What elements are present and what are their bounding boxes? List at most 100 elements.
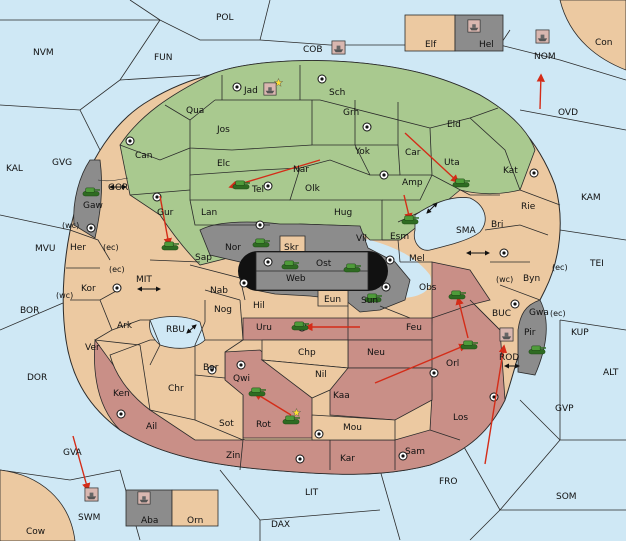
label-fun: FUN <box>154 53 173 63</box>
supply-center-icon <box>232 82 242 92</box>
label-sap: Sap <box>195 253 212 263</box>
supply-center-icon <box>152 192 162 202</box>
ship-icon <box>84 487 99 502</box>
green-labels: Jad Sch Qua Jos Grh Eld Can Elc Nar Yok … <box>135 86 518 263</box>
label-mvu: MVU <box>35 244 56 254</box>
label-nvm: NVM <box>33 48 54 58</box>
ship-icon <box>467 19 481 33</box>
coast-tags: (wc) (ec) (ec) (wc) (wc) (ec) (ec) <box>56 221 568 318</box>
label-chr: Chr <box>168 384 184 394</box>
province-elf[interactable] <box>404 14 456 52</box>
label-gva: GVA <box>63 448 83 458</box>
supply-center-icon <box>379 170 389 180</box>
label-eun: Eun <box>324 295 341 305</box>
coast-tag: (wc) <box>62 221 79 230</box>
sea-labels: POL NVM FUN COB Con NOM OVD KAL GVG GOR … <box>6 13 619 537</box>
coast-tag: (ec) <box>103 243 119 252</box>
supply-center-icon <box>255 220 265 230</box>
label-sch: Sch <box>329 88 345 98</box>
label-bor: BOR <box>20 306 39 316</box>
adjacency-arrows <box>109 184 520 369</box>
supply-center-icon <box>263 181 273 191</box>
order-arrows <box>72 73 546 492</box>
label-nor: Nor <box>225 243 241 253</box>
coast-tag: (ec) <box>109 265 125 274</box>
label-obs: Obs <box>419 283 437 293</box>
coast-tag: (ec) <box>552 263 568 272</box>
province-borders <box>66 65 561 471</box>
label-kam: KAM <box>581 193 601 203</box>
label-tei: TEI <box>589 259 604 269</box>
label-alt: ALT <box>603 368 619 378</box>
label-mit: MIT <box>136 275 152 285</box>
coast-tag: (wc) <box>496 275 513 284</box>
label-sma: SMA <box>456 226 476 236</box>
label-sun: Sun <box>361 296 378 306</box>
supply-center-icon <box>398 451 408 461</box>
label-ovd: OVD <box>558 108 578 118</box>
label-uru: Uru <box>256 323 272 333</box>
label-bri: Bri <box>491 220 503 230</box>
label-car: Car <box>405 148 421 158</box>
label-cow: Cow <box>26 527 45 537</box>
label-swm: SWM <box>78 513 100 523</box>
label-hil: Hil <box>253 301 265 311</box>
grey-labels: Hel Gaw Nor Skr Ost Web Eun Sun Gwa Pir … <box>83 40 549 526</box>
province-pir-gwa[interactable] <box>517 299 547 376</box>
label-som: SOM <box>556 492 577 502</box>
label-eld: Eld <box>447 120 461 130</box>
supply-center-icon <box>263 257 273 267</box>
label-elf: Elf <box>425 40 437 50</box>
supply-center-icon <box>116 409 126 419</box>
label-kar: Kar <box>340 454 355 464</box>
label-kaa: Kaa <box>333 391 350 401</box>
label-fro: FRO <box>439 477 458 487</box>
label-nar: Nar <box>293 165 309 175</box>
label-ail: Ail <box>146 422 157 432</box>
ship-icon <box>535 29 550 44</box>
label-elc: Elc <box>217 159 230 169</box>
label-feu: Feu <box>406 323 422 333</box>
label-qwi: Qwi <box>233 374 250 384</box>
label-web: Web <box>286 274 306 284</box>
label-ver: Ver <box>85 343 100 353</box>
label-byn: Byn <box>523 274 540 284</box>
label-can: Can <box>135 151 153 161</box>
supply-center-icon <box>239 278 249 288</box>
province-gaw[interactable] <box>73 159 102 239</box>
label-kor: Kor <box>81 284 96 294</box>
label-gwa: Gwa <box>529 308 549 318</box>
label-amp: Amp <box>402 178 423 188</box>
supply-center-icon <box>429 368 439 378</box>
label-lit: LIT <box>305 488 319 498</box>
label-gvg: GVG <box>52 158 72 168</box>
supply-center-icon <box>125 136 135 146</box>
label-orn: Orn <box>187 516 203 526</box>
coast-tag: (ec) <box>550 309 566 318</box>
supply-center-icon <box>112 283 122 293</box>
supply-center-icon <box>314 429 324 439</box>
label-olk: Olk <box>305 184 321 194</box>
label-nil: Nil <box>315 370 327 380</box>
label-kal: KAL <box>6 164 23 174</box>
label-jad: Jad <box>243 86 258 96</box>
label-bar: Bar <box>203 363 219 373</box>
label-sot: Sot <box>219 419 234 429</box>
label-rbu: RBU <box>166 325 185 335</box>
label-mel: Mel <box>409 254 425 264</box>
supply-center-icon <box>499 248 509 258</box>
tan-labels: Elf Her Kor Ark Ver Rie Bri Byn Vil Mel … <box>70 40 540 526</box>
label-mou: Mou <box>343 423 362 433</box>
label-con: Con <box>595 38 613 48</box>
province-kaa[interactable] <box>329 367 433 421</box>
label-nom: NOM <box>534 52 556 62</box>
supply-center-icon <box>510 299 520 309</box>
label-dax: DAX <box>271 520 290 530</box>
ship-icon <box>263 82 277 96</box>
label-hel: Hel <box>479 40 494 50</box>
label-uta: Uta <box>444 158 460 168</box>
province-orn[interactable] <box>171 489 219 527</box>
province-nil[interactable] <box>260 359 349 399</box>
label-los: Los <box>453 413 468 423</box>
